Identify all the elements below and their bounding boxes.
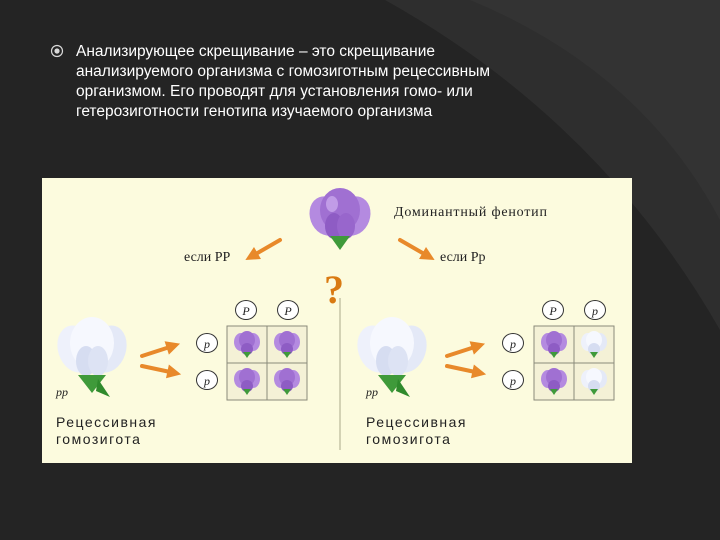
gamete-right-top-2: p: [584, 300, 606, 320]
gamete-right-side-1: p: [502, 333, 524, 353]
gamete-left-top-2: P: [277, 300, 299, 320]
genotype-label-right: pp: [366, 385, 378, 399]
punnett-grid-right: [533, 325, 615, 401]
arrow-left-upper: [137, 334, 185, 365]
arrow-right-lower: [443, 357, 490, 384]
test-cross-figure: Доминантный фенотип если PP если Pp ? P …: [42, 178, 632, 463]
recessive-label-right: Рецессивная гомозигота: [366, 414, 468, 447]
gamete-left-side-1: p: [196, 333, 218, 353]
question-mark: ?: [324, 267, 344, 312]
circle-bullet-icon: [50, 44, 64, 58]
recessive-label-left: Рецессивная гомозигота: [56, 414, 158, 447]
arrow-right: [394, 231, 441, 269]
punnett-grid-left: [226, 325, 308, 401]
test-cross-diagram: [51, 188, 615, 450]
arrow-left-lower: [138, 357, 185, 384]
gamete-left-side-2: p: [196, 370, 218, 390]
arrow-right-upper: [442, 334, 490, 365]
condition-label-right: если Pp: [440, 250, 486, 265]
definition-text: Анализирующее скрещивание – это скрещива…: [76, 43, 491, 120]
gamete-left-top-1: P: [235, 300, 257, 320]
recessive-flower-right: [351, 317, 433, 397]
condition-label-left: если PP: [184, 250, 231, 265]
genotype-label-left: pp: [56, 385, 68, 399]
arrow-left: [239, 231, 286, 269]
gamete-right-side-2: p: [502, 370, 524, 390]
dominant-flower: [304, 188, 376, 250]
gamete-right-top-1: P: [542, 300, 564, 320]
dominant-phenotype-label: Доминантный фенотип: [394, 205, 548, 220]
